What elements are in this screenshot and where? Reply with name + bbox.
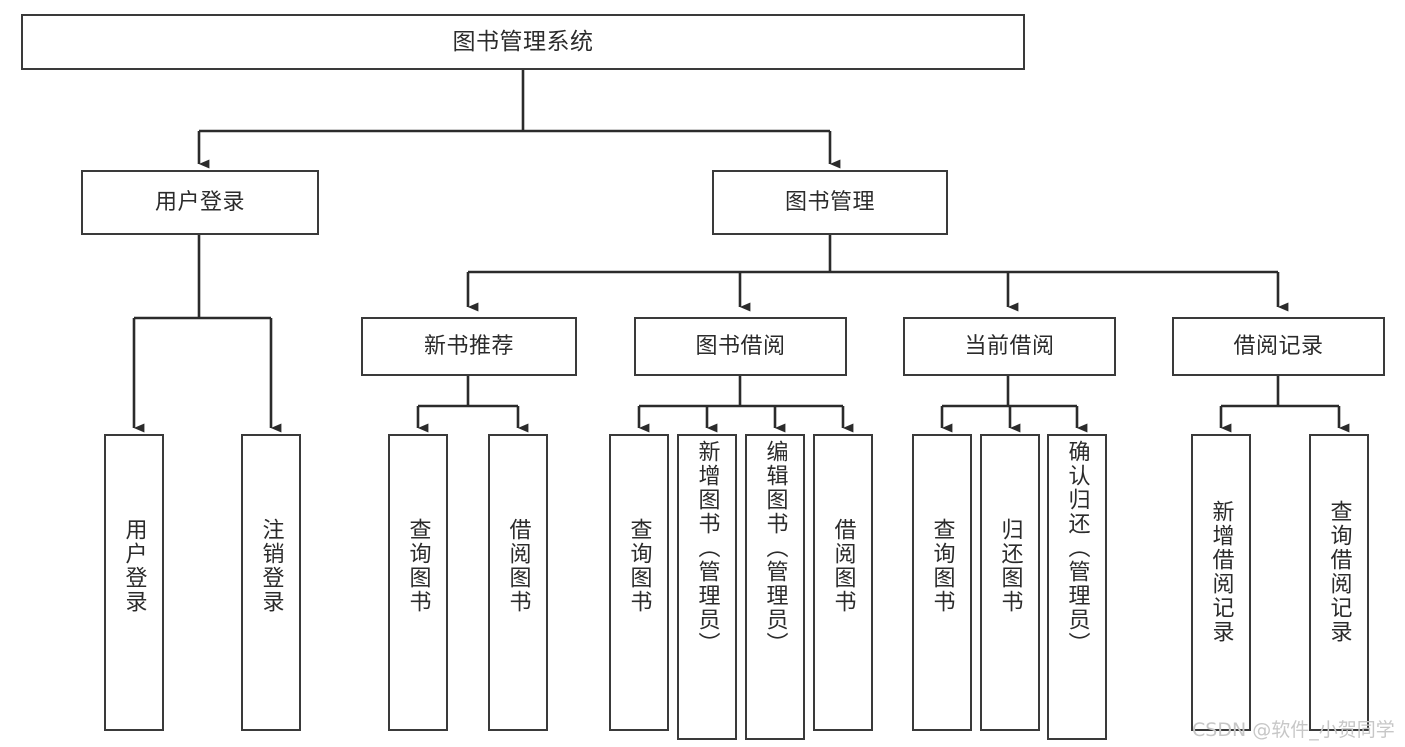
node-label: 当前借阅 (964, 333, 1055, 359)
node-label: 图书借阅 (695, 333, 786, 359)
node-borrow-record[interactable]: 借阅记录 (1172, 317, 1385, 376)
node-label: 查询借阅记录 (1326, 500, 1352, 644)
leaf-edit-book-admin[interactable]: 编辑图书（管理员） (745, 434, 805, 740)
node-label: 新增图书（管理员） (694, 440, 720, 656)
csdn-watermark: CSDN @软件_小贺同学 (1192, 719, 1395, 741)
node-label: 图书管理 (784, 189, 875, 215)
leaf-logout[interactable]: 注销登录 (241, 434, 301, 731)
leaf-borrow-book-new[interactable]: 借阅图书 (488, 434, 548, 731)
node-label: 用户登录 (154, 189, 245, 215)
leaf-user-login[interactable]: 用户登录 (104, 434, 164, 731)
node-label: 借阅图书 (505, 518, 531, 614)
node-label: 查询图书 (405, 518, 431, 614)
node-label: 确认归还（管理员） (1064, 440, 1090, 656)
node-label: 编辑图书（管理员） (762, 440, 788, 656)
node-label: 图书管理系统 (452, 28, 594, 55)
node-label: 新增借阅记录 (1208, 500, 1234, 644)
node-label: 归还图书 (997, 518, 1023, 614)
leaf-query-book-borrow[interactable]: 查询图书 (609, 434, 669, 731)
node-label: 借阅图书 (830, 518, 856, 614)
node-label: 用户登录 (121, 518, 147, 614)
node-root-book-management-system[interactable]: 图书管理系统 (21, 14, 1025, 70)
leaf-query-book-current[interactable]: 查询图书 (912, 434, 972, 731)
node-user-login[interactable]: 用户登录 (81, 170, 319, 235)
node-label: 查询图书 (626, 518, 652, 614)
node-label: 注销登录 (258, 518, 284, 614)
node-label: 借阅记录 (1233, 333, 1324, 359)
node-label: 查询图书 (929, 518, 955, 614)
leaf-add-borrow-record[interactable]: 新增借阅记录 (1191, 434, 1251, 731)
leaf-add-book-admin[interactable]: 新增图书（管理员） (677, 434, 737, 740)
node-current-borrowing[interactable]: 当前借阅 (903, 317, 1116, 376)
leaf-query-borrow-record[interactable]: 查询借阅记录 (1309, 434, 1369, 731)
node-label: 新书推荐 (423, 333, 514, 359)
node-book-management[interactable]: 图书管理 (712, 170, 948, 235)
leaf-return-book[interactable]: 归还图书 (980, 434, 1040, 731)
leaf-query-book-new[interactable]: 查询图书 (388, 434, 448, 731)
node-book-borrowing[interactable]: 图书借阅 (634, 317, 847, 376)
node-new-book-recommendation[interactable]: 新书推荐 (361, 317, 577, 376)
leaf-confirm-return-admin[interactable]: 确认归还（管理员） (1047, 434, 1107, 740)
leaf-borrow-book[interactable]: 借阅图书 (813, 434, 873, 731)
